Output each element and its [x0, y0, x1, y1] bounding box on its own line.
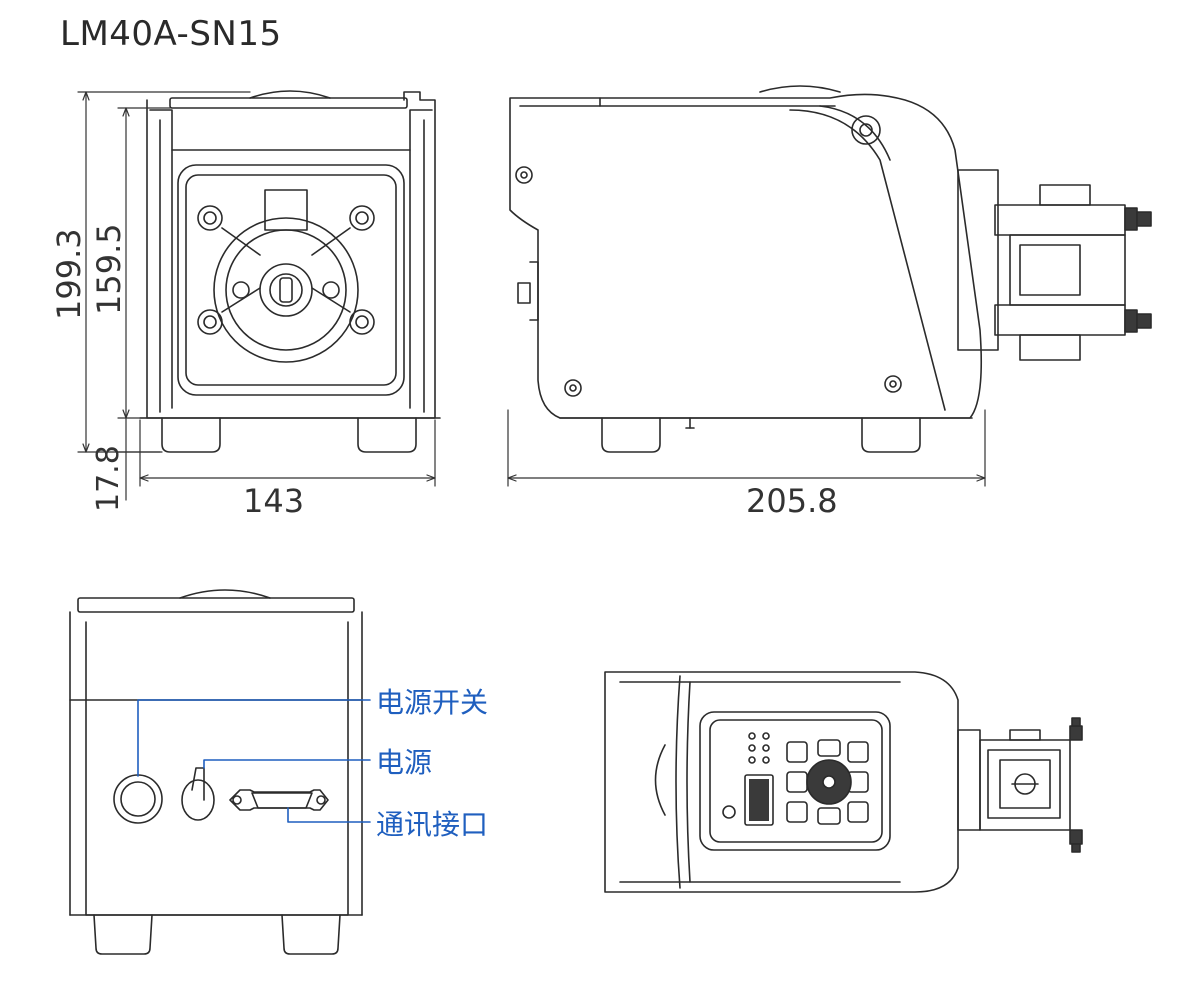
dim-height-total: 199.3 [50, 228, 88, 320]
callout-leaders [137, 699, 371, 823]
callout-power: 电源 [376, 746, 432, 779]
dim-width-front: 143 [243, 482, 304, 520]
dim-foot-height: 17.8 [91, 445, 126, 512]
front-dimensions [77, 91, 436, 501]
callout-power-switch: 电源开关 [376, 686, 488, 719]
dim-length-side: 205.8 [746, 482, 838, 520]
side-dimensions [507, 409, 986, 487]
rear-view [69, 589, 363, 955]
callout-comm-port: 通讯接口 [376, 808, 488, 841]
side-view [509, 85, 1152, 453]
front-view [139, 90, 441, 453]
top-view [604, 671, 1083, 893]
dim-height-body: 159.5 [90, 223, 128, 315]
page-title: LM40A-SN15 [60, 14, 282, 54]
